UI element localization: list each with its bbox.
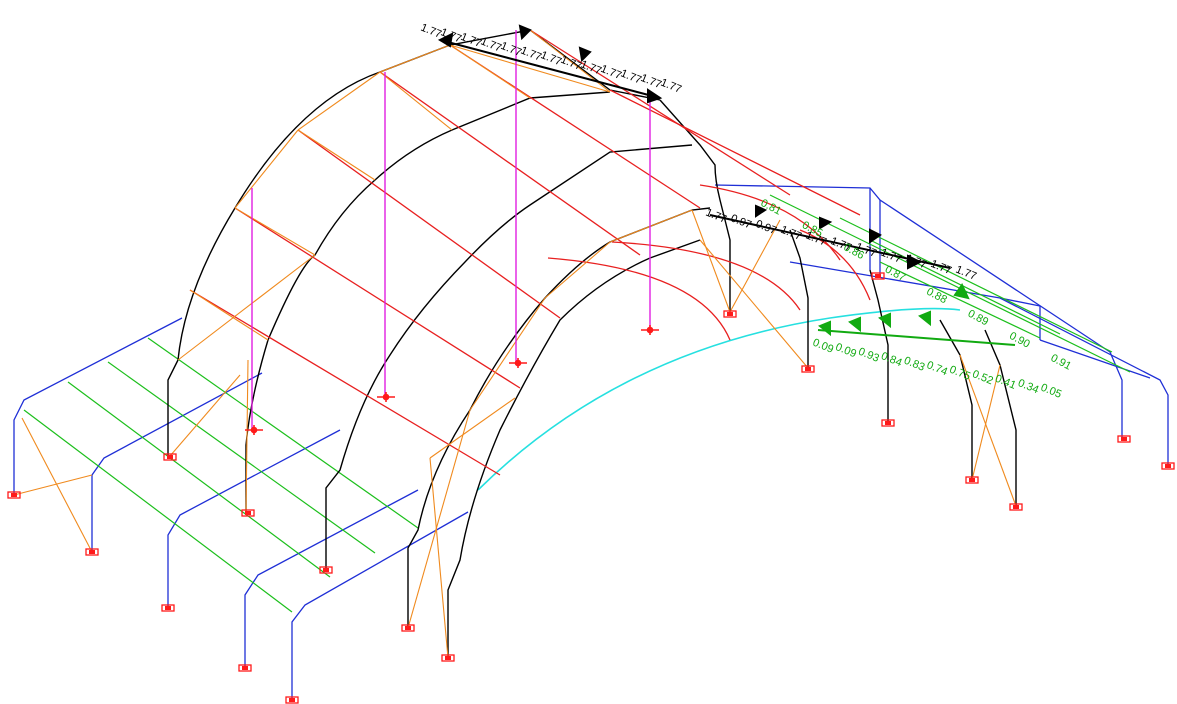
support-symbol [241,509,255,517]
support-symbol [441,654,455,662]
support-symbol [723,310,737,318]
load-value-label: 1.77 [659,77,683,96]
hanger-bases [245,325,659,435]
support-symbol [7,491,21,499]
load-value-label: 0.97 [754,218,778,237]
load-value-label: 1.77 [599,63,623,82]
load-value-label: 1.77 [559,54,583,73]
load-value-label: 0.52 [970,368,994,387]
load-value-label: 1.77 [579,58,603,77]
load-labels-top: 1.771.771.771.771.771.771.771.771.771.77… [419,22,683,96]
load-value-label: 1.77 [459,31,483,50]
right-annex-frames [714,184,1169,465]
load-value-label: 0.34 [1016,377,1040,396]
load-value-label: 0.93 [856,346,880,365]
load-value-label: 0.89 [966,308,991,329]
arch-chords [167,29,1017,658]
support-symbol [881,419,895,427]
ridge-curve [477,307,961,491]
load-value-label: 1.77 [704,207,728,226]
load-value-label: 0.84 [879,350,903,369]
hanger-base-node [509,358,527,368]
supports [7,272,1175,704]
roof-bracing [177,29,1017,659]
support-symbol [1117,435,1131,443]
load-labels-green-lower: 0.090.090.930.840.830.740.750.520.410.34… [811,337,1063,401]
load-value-label: 0.05 [1039,382,1063,401]
load-value-label: 0.09 [811,337,835,356]
support-symbol [285,696,299,704]
load-value-label: 0.90 [1007,330,1032,351]
load-value-label: 1.77 [419,22,443,41]
support-symbol [1161,462,1175,470]
load-arrows-green [817,283,1016,346]
load-value-label: 0.83 [902,355,926,374]
roof-purlins [189,29,871,476]
hanger-base-node [641,325,659,335]
load-value-label: 1.77 [619,67,643,86]
left-annex-bracing [13,374,241,553]
left-annex-purlins [23,337,419,613]
support-symbol [319,566,333,574]
support-symbol [965,476,979,484]
support-symbol [238,664,252,672]
load-value-label: 1.77 [929,258,953,277]
support-symbol [163,453,177,461]
left-annex-frames [13,317,469,700]
load-value-label: 0.75 [948,364,972,383]
hanger-base-node [377,392,395,402]
load-value-label: 0.97 [729,212,753,231]
hanger-base-node [245,425,263,435]
right-annex-purlins [769,194,1131,373]
load-value-label: 1.77 [639,72,663,91]
load-value-label: 0.74 [925,359,949,378]
support-symbol [401,624,415,632]
support-symbol [161,604,175,612]
load-value-label: 1.77 [779,224,803,243]
load-value-label: 0.09 [834,341,858,360]
hangers [251,30,651,430]
support-symbol [871,272,885,280]
support-symbol [1009,503,1023,511]
load-arrows-black [437,24,951,270]
support-symbol [801,365,815,373]
support-symbol [85,548,99,556]
load-value-label: 0.91 [1049,352,1074,373]
